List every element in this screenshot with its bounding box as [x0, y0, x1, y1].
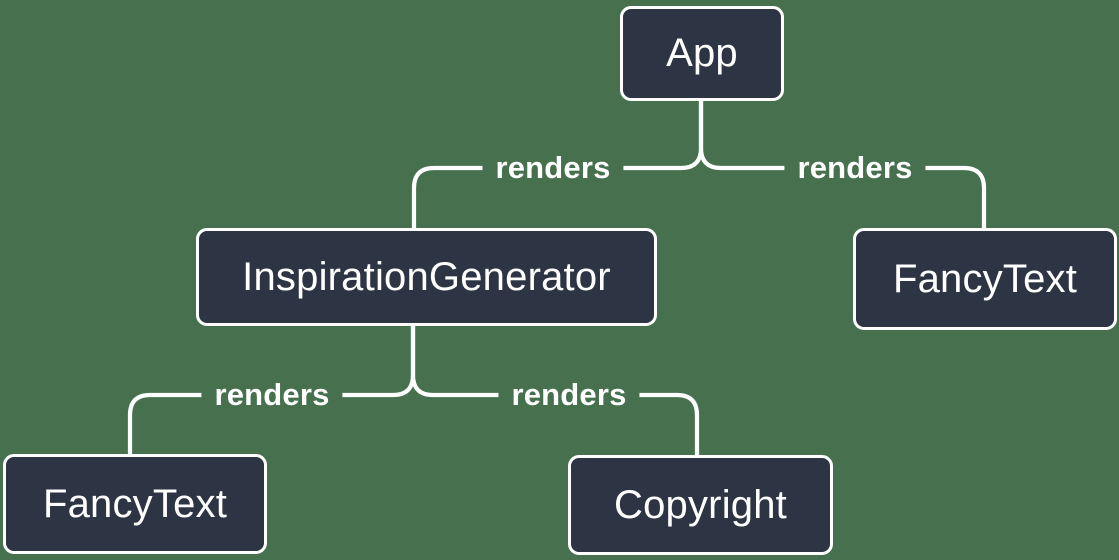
node-inspiration-generator: InspirationGenerator [196, 228, 657, 326]
node-fancy-text-bottom-left: FancyText [3, 454, 267, 554]
edge-label-renders: renders [498, 376, 640, 414]
edge-label-renders: renders [482, 149, 624, 187]
edge-label-renders: renders [784, 149, 926, 187]
node-app: App [620, 6, 784, 101]
edge-label-renders: renders [201, 376, 343, 414]
node-copyright: Copyright [568, 455, 833, 555]
node-fancy-text-top-right: FancyText [853, 228, 1117, 330]
